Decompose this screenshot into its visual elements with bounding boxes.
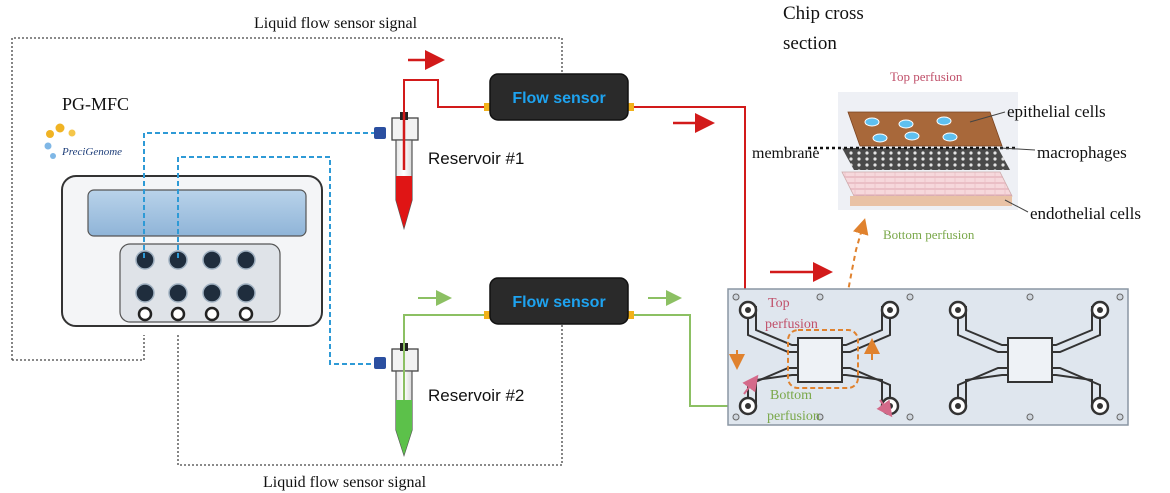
reservoir-2	[374, 343, 419, 457]
chamber-highlight	[787, 329, 859, 389]
cs-endothelial-label: endothelial cells	[1030, 204, 1141, 223]
flow-sensor-2: Flow sensor	[484, 277, 634, 325]
microfluidic-chip	[727, 288, 1129, 426]
green-flow-path	[403, 290, 745, 407]
logo-text: PreciGenome	[61, 146, 122, 158]
signal-label-top: Liquid flow sensor signal	[254, 15, 418, 32]
chip-bottom-perfusion-line1: Bottom	[770, 388, 812, 403]
pg-mfc-controller	[61, 175, 323, 327]
pressure-line-2	[177, 156, 378, 365]
signal-loop-bottom	[177, 315, 563, 466]
cs-membrane-label: membrane	[752, 145, 820, 162]
reservoir-1	[374, 112, 419, 231]
flow-sensor-1: Flow sensor	[484, 73, 634, 121]
chip-cross-section-title-line1: Chip cross	[783, 3, 864, 24]
red-flow-path	[403, 50, 833, 305]
controller-label: PG-MFC	[62, 94, 129, 114]
signal-loop-top	[11, 37, 563, 361]
cs-top-perfusion: Top perfusion	[890, 69, 963, 84]
controller-ports-upper	[135, 250, 256, 303]
controller-screen	[87, 189, 307, 237]
pressure-line-1	[143, 132, 378, 258]
precigenome-logo: PreciGenome	[44, 123, 122, 159]
controller-ports-lower	[137, 306, 254, 322]
cs-bottom-perfusion: Bottom perfusion	[883, 227, 975, 242]
cs-macrophages-label: macrophages	[1037, 143, 1127, 162]
flow-sensor-1-label: Flow sensor	[512, 90, 605, 107]
chip-top-perfusion-line1: Top	[768, 296, 790, 311]
chip-bottom-perfusion-line2: perfusion	[767, 409, 820, 424]
flow-sensor-2-label: Flow sensor	[512, 294, 605, 311]
epithelial-layer	[848, 112, 1002, 146]
reservoir-1-label: Reservoir #1	[428, 149, 524, 168]
signal-label-bottom: Liquid flow sensor signal	[263, 474, 427, 491]
cs-epithelial-label: epithelial cells	[1007, 102, 1106, 121]
reservoir-2-label: Reservoir #2	[428, 386, 524, 405]
chip-cross-section-title-line2: section	[783, 33, 837, 54]
cross-section-illustration	[808, 92, 1018, 210]
chip-top-perfusion-line2: perfusion	[765, 317, 818, 332]
